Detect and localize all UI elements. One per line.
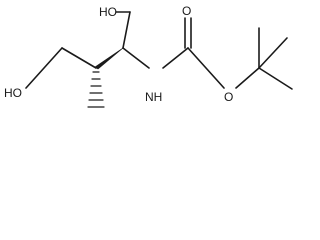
wedge-bond-c2-c3 (94, 47, 124, 70)
atom-nh: NH (145, 90, 162, 104)
bond-nh-carbonyl (162, 47, 189, 69)
bond-ch2-c2 (122, 11, 131, 49)
bond-o-ester-tbu (235, 67, 260, 89)
atom-o-carbonyl: O (182, 4, 191, 18)
bond-c2-nh (122, 47, 150, 69)
bond-tbu-methyl-1 (258, 37, 288, 69)
atom-oh-top: HO (99, 5, 117, 19)
chemical-structure: HO HO NH O O (4, 4, 293, 108)
bond-c3-ch2 (61, 47, 97, 69)
bond-ch2-oh-left (25, 47, 63, 89)
bond-tbu-methyl-3 (258, 67, 293, 90)
atom-oh-left: HO (4, 86, 22, 100)
atom-o-ester: O (224, 90, 233, 104)
bond-carbonyl-o-ester (187, 47, 225, 89)
hash-bond-c3-methyl (87, 71, 105, 108)
